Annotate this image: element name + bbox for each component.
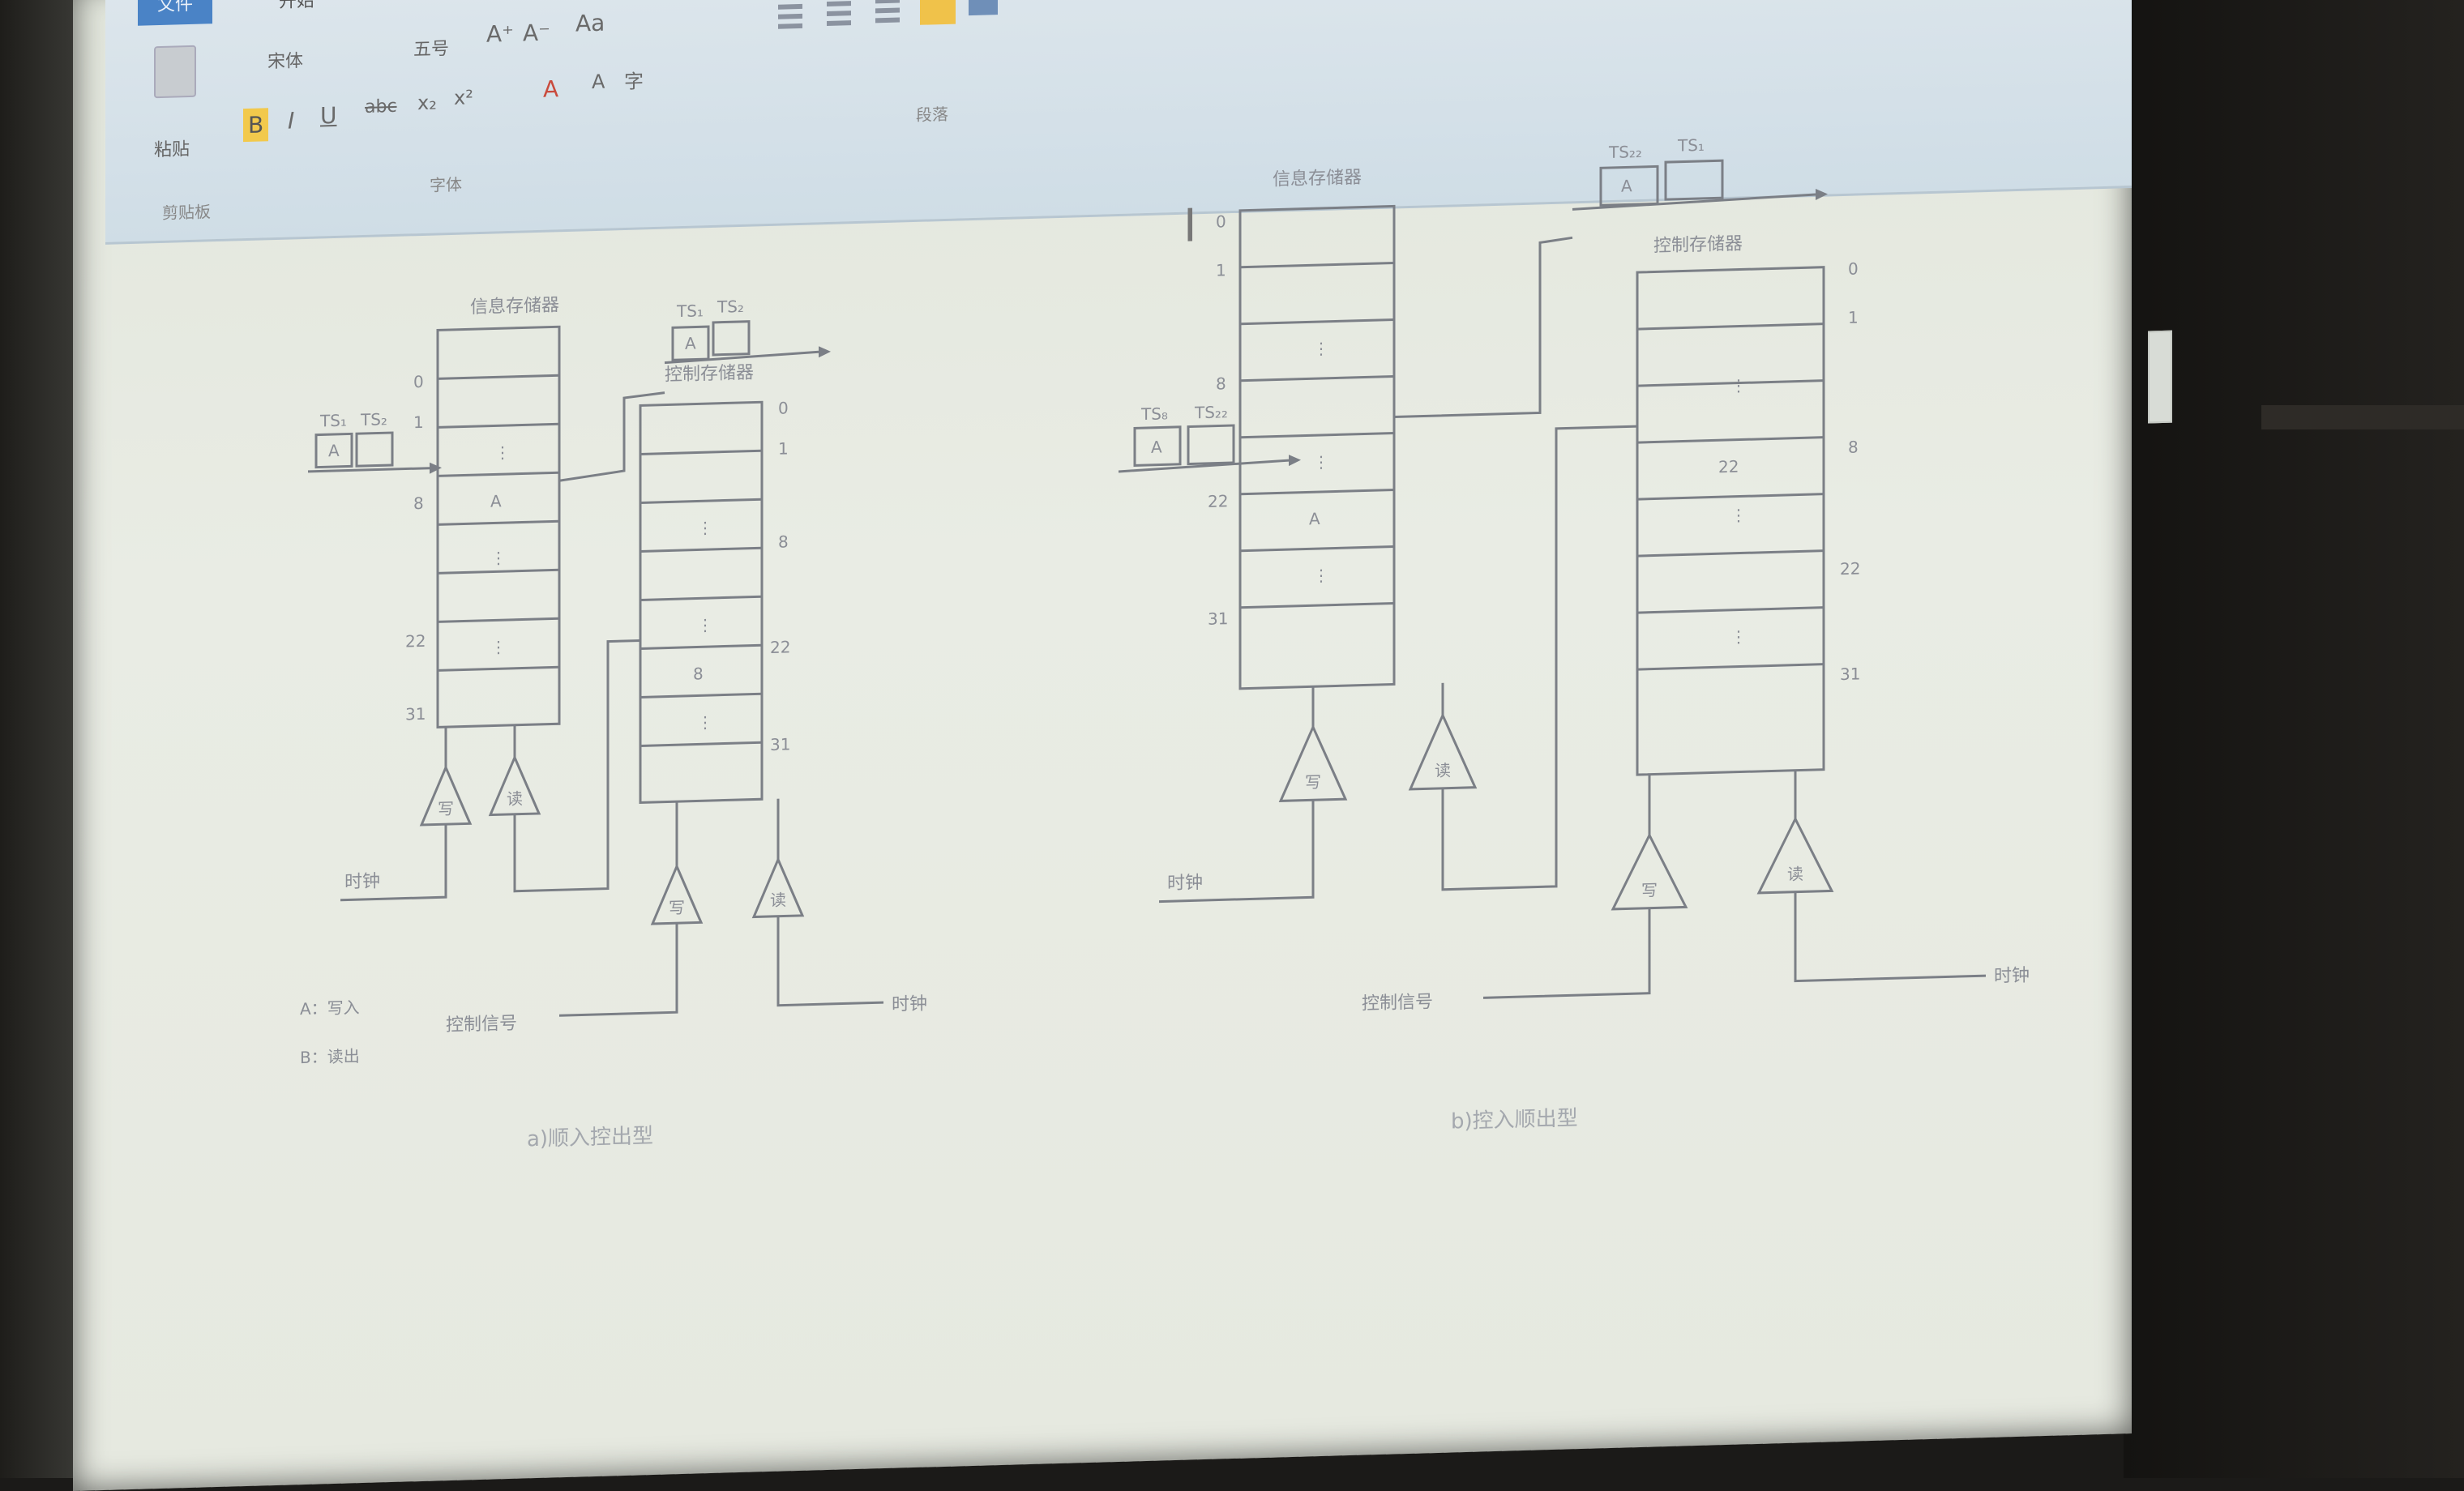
right-ctrl-addr-31: 31 — [1840, 664, 1860, 684]
ribbon-toolbar: 文件 开始 粘贴 宋体 五号 A⁺ A⁻ Aa B I U abc x₂ x² … — [105, 0, 2132, 245]
left-info-mark-3: ⋮ — [490, 548, 507, 568]
left-ctrl-read-label: 读 — [770, 890, 786, 910]
right-ctrl-addr-1: 1 — [1848, 307, 1859, 327]
word-processor-window: 文件 开始 粘贴 宋体 五号 A⁺ A⁻ Aa B I U abc x₂ x² … — [73, 0, 2172, 1491]
time-slot-interchange-diagram: 信息存储器 0 1 8 22 31 ⋮ A ⋮ ⋮ A TS₁ TS₂ — [300, 135, 2030, 1152]
left-ctrl-addr-1: 1 — [778, 438, 789, 458]
room-shelf — [2261, 405, 2464, 429]
left-ctrl-mark-3: 8 — [693, 664, 704, 683]
left-info-mark-1: ⋮ — [494, 442, 511, 463]
left-control-signal-label: 控制信号 — [446, 1014, 517, 1036]
right-info-memory-title: 信息存储器 — [1273, 168, 1362, 190]
left-info-memory-title: 信息存储器 — [470, 295, 559, 318]
right-info-mark-1: ⋮ — [1313, 339, 1329, 359]
right-info-write-label: 写 — [1305, 772, 1321, 792]
right-in-slot-ts8: TS₈ — [1140, 404, 1168, 424]
right-clock-right-label: 时钟 — [1994, 966, 2030, 987]
right-ctrl-write-label: 写 — [1641, 880, 1658, 900]
left-clock-right-label: 时钟 — [892, 994, 927, 1015]
right-ctrl-addr-8: 8 — [1848, 437, 1859, 456]
left-clock-label: 时钟 — [344, 871, 380, 892]
right-control-signal-label: 控制信号 — [1362, 992, 1433, 1014]
right-ctrl-mark-2: 22 — [1718, 457, 1739, 477]
right-info-addr-1: 1 — [1216, 260, 1226, 280]
room-background-right — [2124, 0, 2464, 1478]
left-info-addr-31: 31 — [405, 704, 426, 724]
left-ctrl-write-label: 写 — [669, 898, 685, 918]
right-control-memory-box — [1636, 266, 1825, 776]
left-out-slot-a — [671, 325, 710, 361]
right-control-memory-title: 控制存储器 — [1653, 233, 1743, 256]
left-info-addr-22: 22 — [405, 631, 426, 652]
left-info-mark-2: A — [490, 491, 502, 511]
right-in-slot-ts22: TS₂₂ — [1194, 402, 1228, 422]
left-info-addr-1: 1 — [413, 412, 424, 432]
left-info-addr-0: 0 — [413, 372, 424, 391]
left-caption: a)顺入控出型 — [527, 1124, 653, 1151]
left-out-slot-ts2: TS₂ — [717, 297, 744, 317]
right-caption: b)控入顺出型 — [1451, 1106, 1578, 1134]
left-ctrl-addr-8: 8 — [778, 532, 789, 551]
left-in-slot-a — [314, 432, 353, 469]
left-ctrl-addr-31: 31 — [770, 734, 790, 754]
right-info-addr-0: 0 — [1216, 211, 1226, 231]
right-ctrl-read-label: 读 — [1787, 864, 1803, 884]
right-ctrl-mark-1: ⋮ — [1730, 375, 1747, 395]
vertical-scrollbar[interactable] — [2148, 330, 2172, 424]
left-out-slot-b — [712, 320, 751, 357]
left-out-slot-a-label: A — [685, 334, 696, 353]
right-out-slot-ts22: TS₂₂ — [1608, 142, 1642, 162]
right-ctrl-addr-22: 22 — [1840, 558, 1860, 579]
right-info-mark-3: A — [1309, 509, 1320, 528]
right-info-addr-22: 22 — [1208, 491, 1228, 511]
right-out-slot-a — [1599, 164, 1659, 207]
left-ctrl-mark-2: ⋮ — [697, 615, 713, 635]
right-info-mark-4: ⋮ — [1313, 566, 1329, 586]
right-ctrl-mark-4: ⋮ — [1730, 626, 1747, 647]
left-in-slot-b — [355, 431, 394, 468]
left-legend-read: B：读出 — [300, 1046, 360, 1067]
right-info-addr-31: 31 — [1208, 609, 1228, 629]
paragraph-align-icons[interactable] — [770, 0, 1143, 45]
left-info-memory-box — [436, 325, 561, 728]
right-info-addr-8: 8 — [1216, 374, 1226, 393]
left-out-slot-ts1: TS₁ — [676, 301, 704, 321]
left-info-read-label: 读 — [507, 789, 523, 810]
right-info-memory-box — [1238, 204, 1396, 690]
right-in-slot-b — [1187, 424, 1235, 466]
left-ctrl-mark-1: ⋮ — [697, 518, 713, 538]
left-control-memory-title: 控制存储器 — [665, 363, 754, 386]
right-ctrl-mark-3: ⋮ — [1730, 505, 1747, 525]
left-diagram: 信息存储器 0 1 8 22 31 ⋮ A ⋮ ⋮ A TS₁ TS₂ — [300, 295, 927, 1151]
left-in-slot-ts1: TS₁ — [319, 411, 347, 431]
right-info-read-label: 读 — [1435, 761, 1451, 781]
right-out-slot-b — [1664, 159, 1724, 201]
right-ctrl-addr-0: 0 — [1848, 258, 1859, 278]
left-ctrl-addr-22: 22 — [770, 637, 790, 657]
left-ctrl-addr-0: 0 — [778, 398, 789, 417]
right-out-slot-ts1: TS₁ — [1677, 135, 1705, 156]
right-in-slot-a-label: A — [1151, 437, 1162, 456]
left-info-mark-4: ⋮ — [490, 637, 507, 657]
right-diagram: 信息存储器 0 1 8 22 31 ⋮ ⋮ A ⋮ A TS₈ TS₂₂ — [1118, 135, 2030, 1134]
left-info-write-label: 写 — [438, 799, 454, 819]
left-legend-write: A：写入 — [300, 998, 360, 1019]
right-in-slot-a — [1133, 425, 1182, 467]
projector-left-edge — [0, 0, 81, 1478]
left-control-memory-box — [639, 400, 764, 804]
left-info-addr-8: 8 — [413, 493, 424, 513]
right-info-mark-2: ⋮ — [1313, 452, 1329, 472]
right-out-slot-a-label: A — [1621, 176, 1632, 195]
left-in-slot-ts2: TS₂ — [360, 409, 387, 429]
left-in-slot-a-label: A — [328, 441, 340, 460]
right-clock-label: 时钟 — [1167, 873, 1203, 894]
left-ctrl-mark-4: ⋮ — [697, 712, 713, 733]
